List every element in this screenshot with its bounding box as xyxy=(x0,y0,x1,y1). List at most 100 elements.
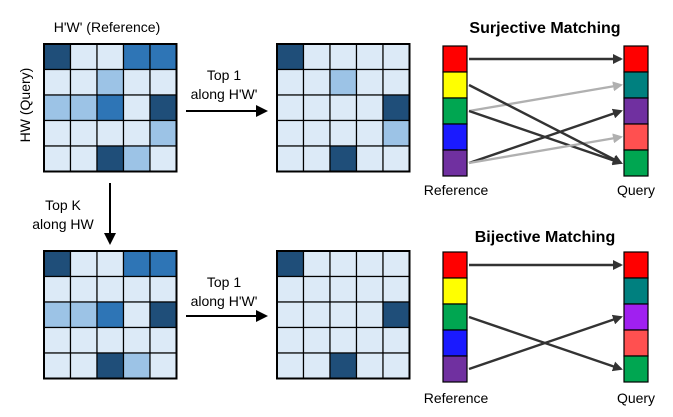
surjective-matching-title: Surjective Matching xyxy=(469,20,620,37)
matrix-full-cell-r3c1 xyxy=(43,94,72,122)
matrix-topk-cell-r5c4 xyxy=(122,352,151,380)
surj-query-cell-4 xyxy=(623,123,649,151)
matrix-full-top1-cell-r1c4 xyxy=(355,43,384,71)
matrix-full-top1-cell-r3c3 xyxy=(329,94,358,122)
matrix-full-top1-cell-r4c3 xyxy=(329,119,358,147)
matrix-full-top1-cell-r3c5 xyxy=(382,94,411,122)
matrix-topk-cell-r1c4 xyxy=(122,250,151,278)
bij-reference-cell-4 xyxy=(442,329,468,357)
matrix-topk-top1-cell-r5c1 xyxy=(276,352,305,380)
surjective-reference-label: Reference xyxy=(424,182,489,198)
matrix-topk-top1-cell-r5c4 xyxy=(355,352,384,380)
matrix-full-cell-r5c3 xyxy=(96,145,125,173)
matrix-topk-top1-cell-r4c4 xyxy=(355,326,384,354)
bij-reference-cell-2 xyxy=(442,277,468,305)
surj-query-cell-5 xyxy=(623,149,649,177)
bij-reference-cell-3 xyxy=(442,303,468,331)
matrix-full-top1-cell-r3c2 xyxy=(302,94,331,122)
matrix-topk-top1-cell-r3c1 xyxy=(276,301,305,329)
bij-query-cell-3 xyxy=(623,303,649,331)
matrix-full-top1-cell-r2c5 xyxy=(382,68,411,96)
similarity-matrix-full xyxy=(43,43,178,173)
matrix-full-cell-r2c3 xyxy=(96,68,125,96)
matrix-topk-cell-r1c5 xyxy=(149,250,178,278)
bij-link-3 xyxy=(468,314,623,371)
matrix-full-cell-r2c1 xyxy=(43,68,72,96)
matrix-full-top1-cell-r5c2 xyxy=(302,145,331,173)
matrix-full-cell-r1c3 xyxy=(96,43,125,71)
matrix-full-cell-r1c4 xyxy=(122,43,151,71)
matrix-topk-top1-cell-r2c4 xyxy=(355,275,384,303)
matrix-topk-cell-r2c4 xyxy=(122,275,151,303)
matrix-full-top1-cell-r3c4 xyxy=(355,94,384,122)
surj-reference-cell-4 xyxy=(442,123,468,151)
matrix-topk-border xyxy=(43,250,178,380)
top1-arrow-bottom-label-line1: Top 1 xyxy=(207,274,241,290)
surj-reference-cell-2 xyxy=(442,71,468,99)
surj-query-cell-2 xyxy=(623,71,649,99)
matrix-full-cell-r2c5 xyxy=(149,68,178,96)
surjective-links xyxy=(468,54,623,166)
matrix-topk-top1-cell-r1c1 xyxy=(276,250,305,278)
matrix-full-cell-r5c2 xyxy=(69,145,98,173)
bijective-query-column xyxy=(623,251,649,383)
matrix-full-cell-r2c4 xyxy=(122,68,151,96)
matrix-topk-top1-cell-r2c1 xyxy=(276,275,305,303)
bijective-matching-title: Bijective Matching xyxy=(475,229,615,246)
matrix-full-border xyxy=(43,43,178,173)
bij-reference-cell-5 xyxy=(442,355,468,383)
matrix-full-top1-cell-r1c2 xyxy=(302,43,331,71)
matrix-topk-cell-r4c2 xyxy=(69,326,98,354)
top1-arrow-bottom-label-line2: along H'W' xyxy=(191,293,258,309)
matrix-full-cell-r4c4 xyxy=(122,119,151,147)
matrix-full-top1-cell-r2c1 xyxy=(276,68,305,96)
query-axis-label: HW (Query) xyxy=(17,68,33,143)
matrix-topk-cell-r2c5 xyxy=(149,275,178,303)
bijective-links xyxy=(468,260,623,372)
matrix-topk-top1-cell-r3c2 xyxy=(302,301,331,329)
matrix-full-cell-r2c2 xyxy=(69,68,98,96)
matrix-full-cell-r5c4 xyxy=(122,145,151,173)
matrix-topk-cell-r2c2 xyxy=(69,275,98,303)
matrix-full-top1-cell-r4c5 xyxy=(382,119,411,147)
matrix-topk-top1-cell-r3c3 xyxy=(329,301,358,329)
matrix-topk-top1-cell-r2c2 xyxy=(302,275,331,303)
similarity-matrix-topk xyxy=(43,250,178,380)
matrix-topk-cell-r1c2 xyxy=(69,250,98,278)
matrix-topk-top1-cell-r4c5 xyxy=(382,326,411,354)
matrix-full-cell-r1c2 xyxy=(69,43,98,71)
matrix-full-top1-cell-r1c1 xyxy=(276,43,305,71)
matrix-topk-top1-cell-r3c5 xyxy=(382,301,411,329)
matrix-full-top1-cell-r2c2 xyxy=(302,68,331,96)
matrix-full-top1-cell-r5c5 xyxy=(382,145,411,173)
matrix-full-cell-r1c5 xyxy=(149,43,178,71)
bijective-reference-label: Reference xyxy=(424,390,489,406)
matrix-full-cell-r3c3 xyxy=(96,94,125,122)
matrix-full-cell-r5c1 xyxy=(43,145,72,173)
top1-arrow-top-label-line2: along H'W' xyxy=(191,86,258,102)
topk-arrow-label-line2: along HW xyxy=(32,216,94,232)
surj-link-4 xyxy=(468,108,623,165)
matrix-full-top1-cell-r5c3 xyxy=(329,145,358,173)
matrix-topk-cell-r3c3 xyxy=(96,301,125,329)
matrix-full-cell-r4c3 xyxy=(96,119,125,147)
matrix-full-top1-cell-r5c1 xyxy=(276,145,305,173)
matrix-topk-top1-cell-r4c3 xyxy=(329,326,358,354)
similarity-matrix-full-top1 xyxy=(276,43,411,173)
matrix-full-cell-r3c5 xyxy=(149,94,178,122)
matrix-topk-top1-cell-r3c4 xyxy=(355,301,384,329)
matrix-full-top1-cell-r4c4 xyxy=(355,119,384,147)
matrix-topk-top1-cell-r1c3 xyxy=(329,250,358,278)
matrix-topk-cell-r5c1 xyxy=(43,352,72,380)
surj-query-cell-3 xyxy=(623,97,649,125)
surj-link-2 xyxy=(468,81,623,113)
bij-query-cell-4 xyxy=(623,329,649,357)
matrix-topk-top1-cell-r1c4 xyxy=(355,250,384,278)
matrix-topk-cell-r5c3 xyxy=(96,352,125,380)
matrix-full-cell-r3c4 xyxy=(122,94,151,122)
surjective-query-column xyxy=(623,45,649,177)
bij-query-cell-2 xyxy=(623,277,649,305)
matrix-topk-cell-r3c2 xyxy=(69,301,98,329)
surj-reference-cell-3 xyxy=(442,97,468,125)
